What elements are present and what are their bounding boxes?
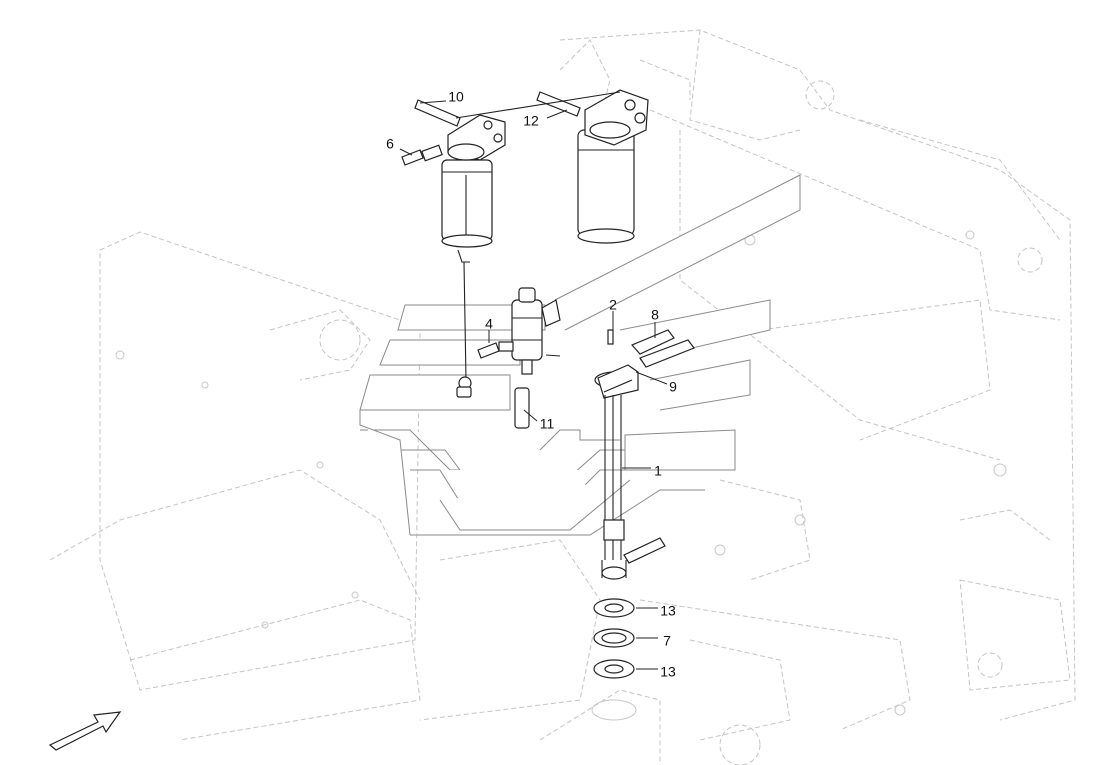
fuel-filter-right (455, 89, 649, 244)
callout-c11: 11 (540, 416, 555, 432)
leader-line-c9 (635, 371, 668, 385)
water-separator (477, 287, 561, 429)
background-chassis (49, 29, 1076, 765)
callout-c8: 8 (651, 307, 659, 323)
callout-c12: 12 (523, 113, 539, 129)
callout-c2: 2 (609, 297, 617, 313)
callout-c1: 1 (654, 463, 662, 479)
callout-c10: 10 (448, 89, 464, 105)
callout-c9: 9 (669, 379, 677, 395)
leader-line-c11 (523, 409, 538, 422)
callout-c13a: 13 (660, 603, 676, 619)
fuel-level-sender (594, 329, 695, 580)
arrow-up-right-icon (48, 711, 122, 751)
leader-line-c6 (399, 148, 413, 156)
leader-line-c12 (546, 109, 568, 119)
callout-c4: 4 (485, 316, 493, 332)
mounting-bracket (359, 174, 801, 536)
gasket-stack (591, 598, 637, 721)
fuel-filter-left (401, 99, 506, 398)
callout-c13b: 13 (660, 664, 676, 680)
callout-c6: 6 (386, 136, 394, 152)
callout-c7: 7 (663, 633, 671, 649)
leader-line-c10 (419, 100, 447, 104)
